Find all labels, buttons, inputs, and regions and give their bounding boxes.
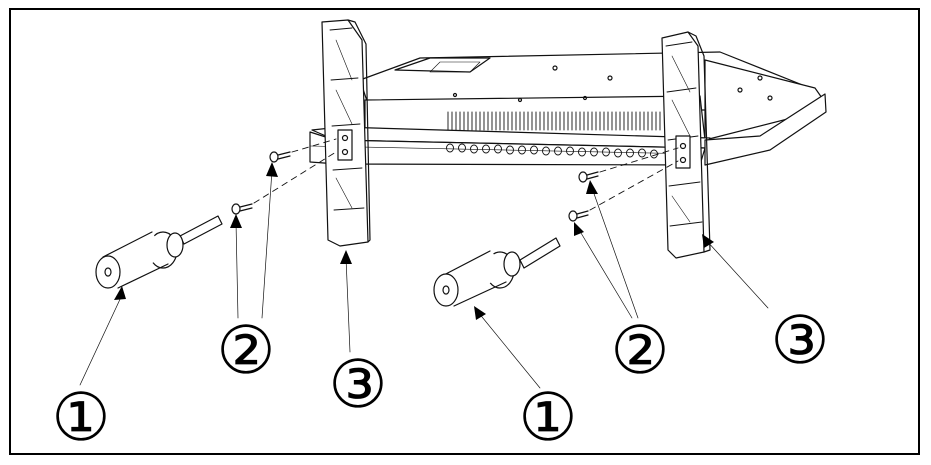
callout-1-left: ① xyxy=(51,379,111,456)
vent-slots xyxy=(447,111,661,131)
leader-arrowheads xyxy=(114,162,714,320)
callout-3-right: ③ xyxy=(770,302,830,379)
right-rack-ear xyxy=(661,31,711,259)
callout-3-left: ③ xyxy=(328,346,388,423)
left-screw-lower xyxy=(231,203,253,215)
right-screw-lower xyxy=(568,210,589,222)
left-screw-upper xyxy=(269,151,291,163)
device-body xyxy=(309,51,827,166)
callout-1-right: ① xyxy=(518,379,578,456)
callout-2-left: ② xyxy=(216,312,276,389)
right-screw-upper xyxy=(578,171,599,183)
flange-holes xyxy=(446,143,658,159)
assembly-dashed-lines xyxy=(253,138,679,211)
left-rack-ear xyxy=(321,19,371,247)
callout-2-right: ② xyxy=(610,312,670,389)
right-handle xyxy=(433,237,561,307)
left-handle xyxy=(95,215,223,289)
leader-lines xyxy=(79,169,769,389)
